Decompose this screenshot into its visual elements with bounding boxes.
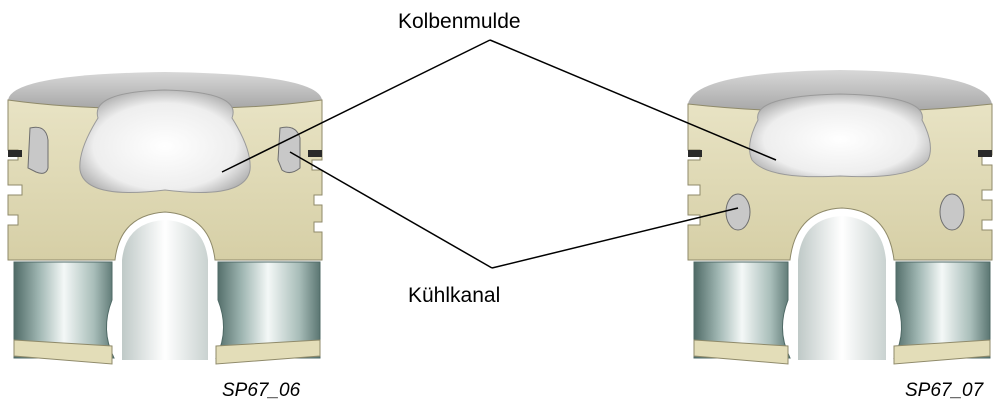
- piston-right-bowl: [749, 93, 931, 178]
- piston-right-cooling-channel-right: [939, 193, 965, 231]
- piston-left-ring-groove: [308, 150, 322, 157]
- piston-right-skirt-foot-left: [693, 339, 789, 365]
- piston-left-cooling-channel-left: [27, 126, 49, 174]
- leader-line-bowl-right: [489, 39, 777, 161]
- piston-right-cooling-channel-left: [725, 193, 751, 231]
- label-cooling-channel: Kühlkanal: [408, 284, 501, 307]
- piston-left: [7, 72, 323, 365]
- piston-left-bowl: [79, 89, 251, 193]
- leader-line-cooling-right: [491, 207, 739, 269]
- piston-left-ring-groove: [8, 150, 22, 157]
- leader-line-cooling-left: [289, 151, 493, 269]
- label-piston-bowl: Kolbenmulde: [398, 10, 521, 33]
- piston-right-pin-bore-center: [798, 216, 886, 360]
- piston-right-ring-groove: [688, 150, 702, 157]
- piston-left-cooling-channel-right: [277, 126, 301, 174]
- piston-right-skirt-foot-right: [893, 339, 991, 365]
- piston-left-pin-boss-left: [13, 261, 115, 359]
- piston-right-ring-groove: [978, 150, 992, 157]
- figure-code-right: SP67_07: [905, 380, 984, 401]
- piston-left-skirt-foot-right: [215, 339, 321, 365]
- piston-left-skirt-foot-left: [13, 339, 113, 365]
- leader-lines: [221, 39, 777, 269]
- piston-right-pin-boss-left: [693, 261, 791, 359]
- figure-code-left: SP67_06: [222, 380, 301, 401]
- piston-right: [687, 70, 993, 365]
- leader-line-bowl-left: [221, 39, 491, 173]
- piston-left-pin-bore-center: [122, 220, 208, 360]
